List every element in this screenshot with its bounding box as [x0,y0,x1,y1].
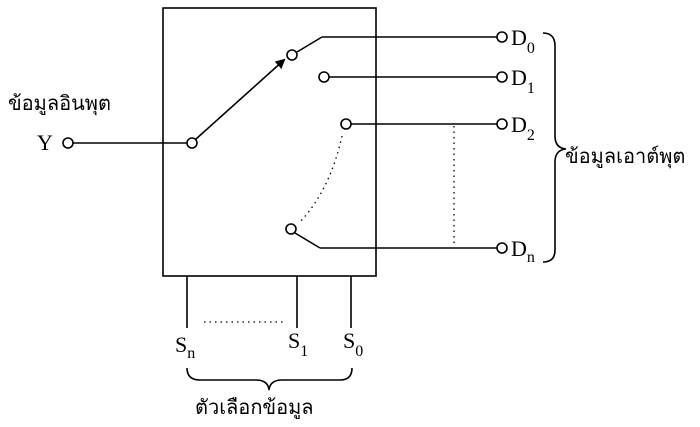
selector-label-sn: Sn [175,332,195,362]
output-label-d2: D2 [511,112,535,144]
output-heading: ข้อมูลเอาต์พุต [565,145,685,169]
contacts-ellipsis [299,135,343,223]
output-label-dn: Dn [511,236,535,266]
input-heading: ข้อมูลอินพุต [8,93,111,116]
terminal-dn [496,242,508,254]
selector-heading: ตัวเลือกข้อมูล [195,397,314,420]
contact-d0 [286,49,298,61]
selector-box [162,7,377,277]
switch-pivot [186,137,198,149]
wire-d0-diag [296,36,323,53]
selectors-brace [186,367,353,391]
output-label-d1: D1 [511,65,535,97]
selector-label-s0: S0 [343,328,363,360]
terminal-d2 [496,118,508,130]
input-terminal [62,137,74,149]
output-label-d0: D0 [511,25,535,57]
contact-d2 [340,118,352,130]
contact-d1 [318,71,330,83]
selector-label-s1: S1 [288,328,308,360]
switch-arm [195,58,286,140]
wire-dn-diag [294,232,321,249]
terminal-d1 [496,71,508,83]
terminal-d0 [496,31,508,43]
input-y-label: Y [37,130,53,155]
contact-dn [285,223,297,235]
outputs-brace [542,32,567,263]
